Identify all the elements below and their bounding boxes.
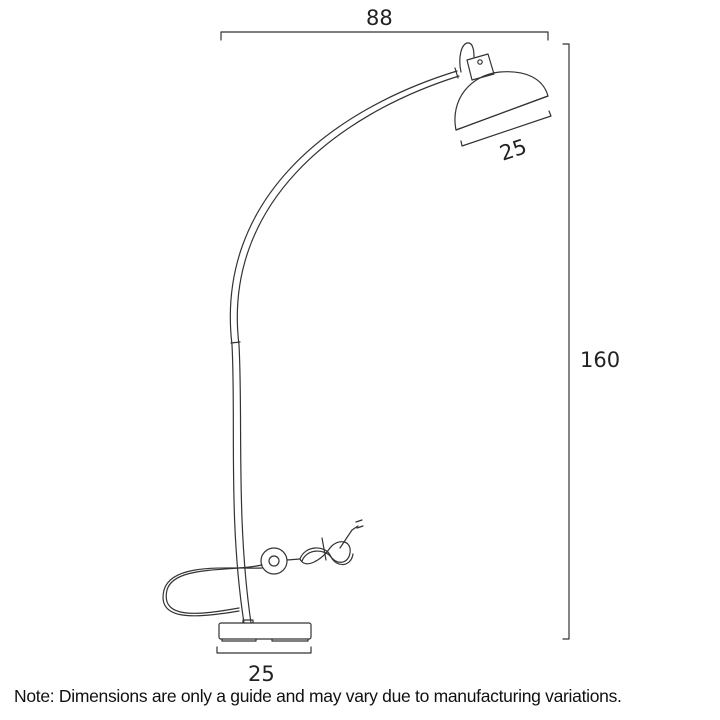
height-dimension-line <box>562 43 570 640</box>
lamp-shade <box>454 42 549 131</box>
overall-width-label: 88 <box>366 6 393 30</box>
arc-pole <box>229 67 460 624</box>
overall-height-label: 160 <box>580 348 621 372</box>
base-width-label: 25 <box>248 662 275 686</box>
width-dimension-line <box>220 31 549 41</box>
shade-dimension-line <box>460 110 552 147</box>
power-cord <box>162 519 364 617</box>
lamp-base <box>218 619 312 642</box>
base-dimension-line <box>216 646 312 654</box>
disclaimer-note: Note: Dimensions are only a guide and ma… <box>14 686 622 706</box>
